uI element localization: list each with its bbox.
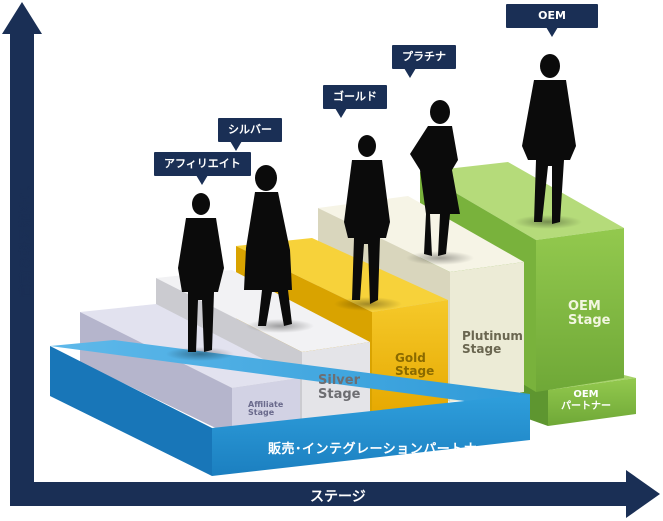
oem-stage-line1: OEM [568, 299, 601, 314]
oem-partner-line1: OEM [573, 389, 599, 400]
figure-shadow [246, 319, 314, 333]
oem-partner-label: OEM パートナー [556, 389, 616, 413]
figure-shadow [514, 215, 582, 229]
y-axis-label: ご支援内容の価値 [15, 186, 30, 298]
figure-shadow [166, 347, 234, 361]
affiliate-stage-line1: Affiliate [248, 400, 284, 409]
gold-stage-label: Gold Stage [395, 352, 434, 377]
x-axis [10, 470, 660, 518]
silver-stage-label: Silver Stage [318, 374, 360, 401]
y-axis [2, 2, 42, 494]
oem-partner-line2: パートナー [561, 401, 611, 412]
businessman-silhouette [178, 193, 224, 352]
silver-stage-line2: Stage [318, 386, 361, 402]
businesswoman-silhouette [410, 100, 460, 256]
affiliate-stage-label: Affiliate Stage [248, 400, 284, 418]
x-axis-label: ステージ [310, 489, 366, 505]
stage-title-affiliate: アフィリエイト [154, 152, 251, 185]
partner-base-label: 販売･インテグレーションパートナー [268, 442, 491, 457]
affiliate-stage-line2: Stage [248, 408, 275, 418]
figure-shadow [334, 297, 402, 311]
silver-stage-line1: Silver [318, 373, 360, 388]
oem-stage-line2: Stage [568, 312, 611, 328]
platinum-stage-line1: Plutinum [462, 329, 523, 343]
platinum-stage-label: Plutinum Stage [462, 330, 523, 355]
platinum-stage-line2: Stage [462, 341, 502, 356]
gold-stage-line1: Gold [395, 351, 426, 365]
businessman-silhouette [522, 54, 576, 224]
businessman-silhouette [344, 135, 390, 304]
gold-stage-line2: Stage [395, 363, 435, 378]
stage-title-platinum: プラチナ [392, 45, 456, 78]
stage-title-silver: シルバー [218, 118, 282, 151]
stage-title-gold: ゴールド [323, 85, 387, 118]
businesswoman-silhouette [244, 165, 292, 326]
oem-stage-label: OEM Stage [568, 300, 610, 327]
figure-shadow [406, 251, 474, 265]
stage-title-oem: OEM [506, 4, 598, 37]
